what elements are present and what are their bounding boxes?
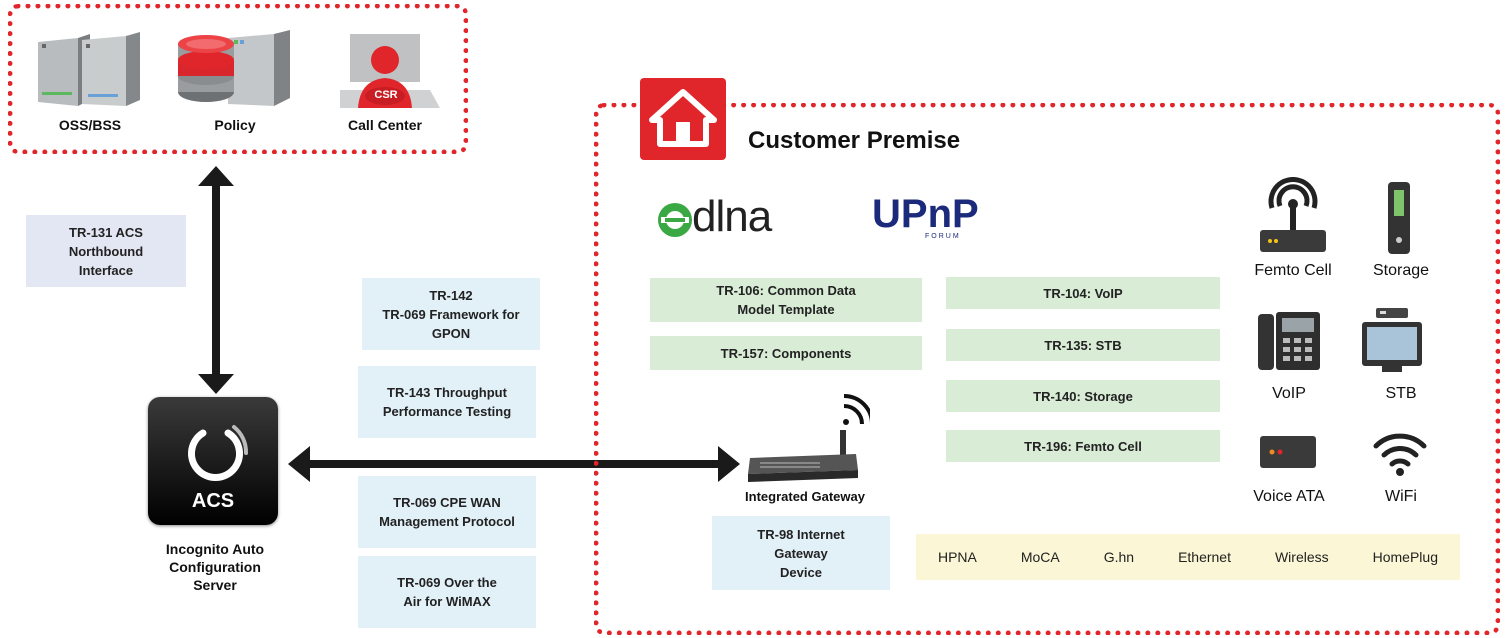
gateway-spec-box: TR-98 Internet Gateway Device (712, 516, 890, 590)
acs-badge-label: ACS (191, 490, 235, 512)
spec-box-tr157: TR-157: Components (650, 336, 922, 370)
standard-box-tr069-wimax: TR-069 Over the Air for WiMAX (358, 556, 536, 628)
femto-cell-label: Femto Cell (1254, 262, 1332, 279)
standard-box-tr142: TR-142 TR-069 Framework for GPON (362, 278, 540, 350)
upnp-logo-sub: FORUM (925, 233, 961, 240)
backoffice-group (8, 4, 468, 154)
spec-box-tr135: TR-135: STB (946, 329, 1220, 361)
dlna-logo-text: dlna (692, 192, 772, 241)
wifi-icon (1372, 428, 1428, 478)
spec-box-tr196: TR-196: Femto Cell (946, 430, 1220, 462)
media-item: HomePlug (1372, 549, 1438, 565)
media-item: G.hn (1103, 549, 1135, 565)
voice-ata-label: Voice ATA (1253, 488, 1325, 505)
csr-badge: CSR (374, 89, 398, 101)
stb-label: STB (1385, 385, 1417, 402)
upnp-logo-text: UPnP (872, 192, 979, 236)
northbound-interface-box: TR-131 ACS Northbound Interface (26, 215, 186, 287)
media-item: HPNA (937, 549, 977, 565)
acs-badge (148, 397, 278, 525)
dlna-logo (655, 198, 815, 244)
router-icon (740, 392, 870, 484)
database-server-icon (178, 28, 298, 110)
femto-cell-icon (1258, 176, 1328, 256)
standard-box-tr143: TR-143 Throughput Performance Testing (358, 366, 536, 438)
call-center-label: Call Center (348, 117, 422, 133)
storage-icon (1384, 180, 1414, 256)
voip-label: VoIP (1272, 385, 1306, 402)
home-icon (640, 78, 726, 160)
spec-box-tr104: TR-104: VoIP (946, 277, 1220, 309)
acs-caption: Incognito Auto Configuration Server (165, 541, 265, 593)
home-network-media-bar: HPNA MoCA G.hn Ethernet Wireless HomePlu… (916, 534, 1460, 580)
customer-premise-title: Customer Premise (748, 127, 961, 154)
storage-label: Storage (1372, 262, 1430, 279)
wifi-label: WiFi (1385, 488, 1417, 505)
spec-box-tr106: TR-106: Common Data Model Template (650, 278, 922, 322)
media-item: Ethernet (1178, 549, 1231, 565)
northbound-arrow (196, 166, 236, 394)
spec-box-tr140: TR-140: Storage (946, 380, 1220, 412)
call-center-icon (340, 30, 440, 110)
policy-label: Policy (214, 117, 256, 133)
voip-phone-icon (1256, 310, 1322, 372)
integrated-gateway-label: Integrated Gateway (745, 489, 865, 504)
customer-premise-group (594, 103, 1500, 635)
voice-ata-icon (1258, 434, 1318, 470)
acs-ring-icon (188, 425, 248, 481)
oss-bss-label: OSS/BSS (58, 117, 122, 133)
media-item: Wireless (1274, 549, 1329, 565)
stb-tv-icon (1360, 308, 1424, 374)
media-item: MoCA (1020, 549, 1060, 565)
standard-box-tr069: TR-069 CPE WAN Management Protocol (358, 476, 536, 548)
server-icon (38, 30, 148, 110)
cwmp-arrow (288, 444, 740, 484)
